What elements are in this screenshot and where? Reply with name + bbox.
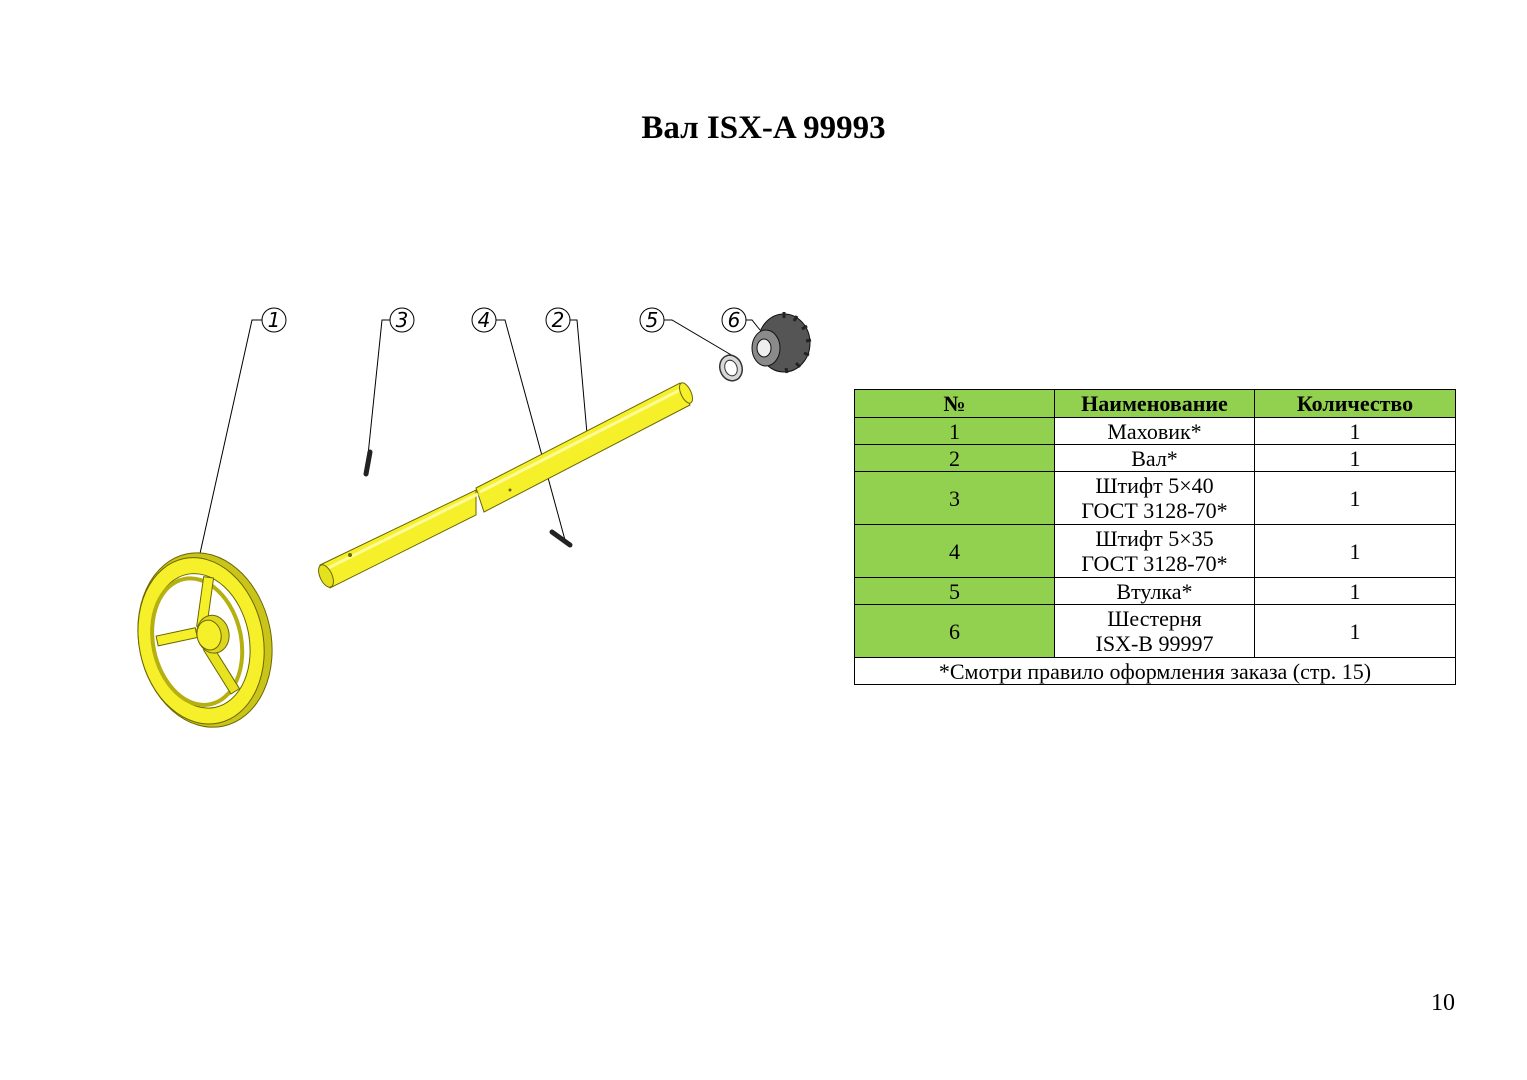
row-name-line: ГОСТ 3128-70* [1081, 498, 1228, 523]
table-row: 5 Втулка* 1 [854, 577, 1456, 605]
pin-5x35-part [549, 529, 573, 548]
row-name-line: Шестерня [1107, 606, 1202, 631]
callout-2: 2 [545, 307, 571, 333]
table-header-row: № Наименование Количество [854, 389, 1456, 418]
table-row: 1 Маховик* 1 [854, 417, 1456, 445]
row-quantity: 1 [1254, 417, 1456, 445]
row-name: Втулка* [1054, 577, 1255, 605]
row-name-line: Маховик* [1107, 418, 1202, 444]
row-name-line: Штифт 5×35 [1095, 526, 1214, 551]
page-title: Вал ISX-A 99993 [641, 110, 886, 146]
header-number: № [854, 389, 1055, 418]
row-quantity: 1 [1254, 577, 1456, 605]
row-name-line: Вал* [1131, 445, 1178, 471]
callout-2-label: 2 [552, 308, 565, 332]
row-quantity: 1 [1254, 471, 1456, 525]
pin-5x40-part [363, 449, 373, 477]
callout-4: 4 [471, 307, 497, 333]
row-number: 3 [854, 471, 1055, 525]
shaft-part [318, 382, 693, 589]
callout-5: 5 [639, 307, 665, 333]
gear-part [751, 312, 812, 374]
row-name-line: Втулка* [1116, 578, 1193, 604]
callout-4-label: 4 [478, 308, 491, 332]
row-name: Вал* [1054, 444, 1255, 472]
callout-labels: 1 3 4 2 5 6 [261, 307, 747, 333]
callout-1: 1 [261, 307, 287, 333]
callout-3: 3 [389, 307, 415, 333]
row-number: 2 [854, 444, 1055, 472]
row-number: 5 [854, 577, 1055, 605]
row-name: Маховик* [1054, 417, 1255, 445]
callout-6-label: 6 [728, 308, 741, 332]
callout-3-label: 3 [396, 308, 409, 332]
row-number: 6 [854, 604, 1055, 658]
callout-5-label: 5 [646, 308, 659, 332]
handwheel-part [137, 552, 273, 728]
parts-table: № Наименование Количество 1 Маховик* 1 2… [854, 389, 1456, 685]
table-footnote-row: *Смотри правило оформления заказа (стр. … [854, 657, 1456, 685]
row-quantity: 1 [1254, 444, 1456, 472]
row-name-line: ГОСТ 3128-70* [1081, 551, 1228, 576]
header-name: Наименование [1054, 389, 1255, 418]
row-name-line: ISX-B 99997 [1095, 631, 1214, 656]
row-name-line: Штифт 5×40 [1095, 473, 1214, 498]
page-number: 10 [1431, 990, 1455, 1016]
row-number: 1 [854, 417, 1055, 445]
row-quantity: 1 [1254, 604, 1456, 658]
callout-6: 6 [721, 307, 747, 333]
table-row: 2 Вал* 1 [854, 444, 1456, 472]
row-number: 4 [854, 524, 1055, 578]
callout-1-label: 1 [268, 308, 281, 332]
bushing-part [718, 354, 744, 382]
header-quantity: Количество [1254, 389, 1456, 418]
leader-lines [196, 319, 761, 568]
table-footnote: *Смотри правило оформления заказа (стр. … [854, 657, 1456, 685]
row-quantity: 1 [1254, 524, 1456, 578]
exploded-assembly-drawing: 1 3 4 2 5 6 [137, 307, 812, 728]
